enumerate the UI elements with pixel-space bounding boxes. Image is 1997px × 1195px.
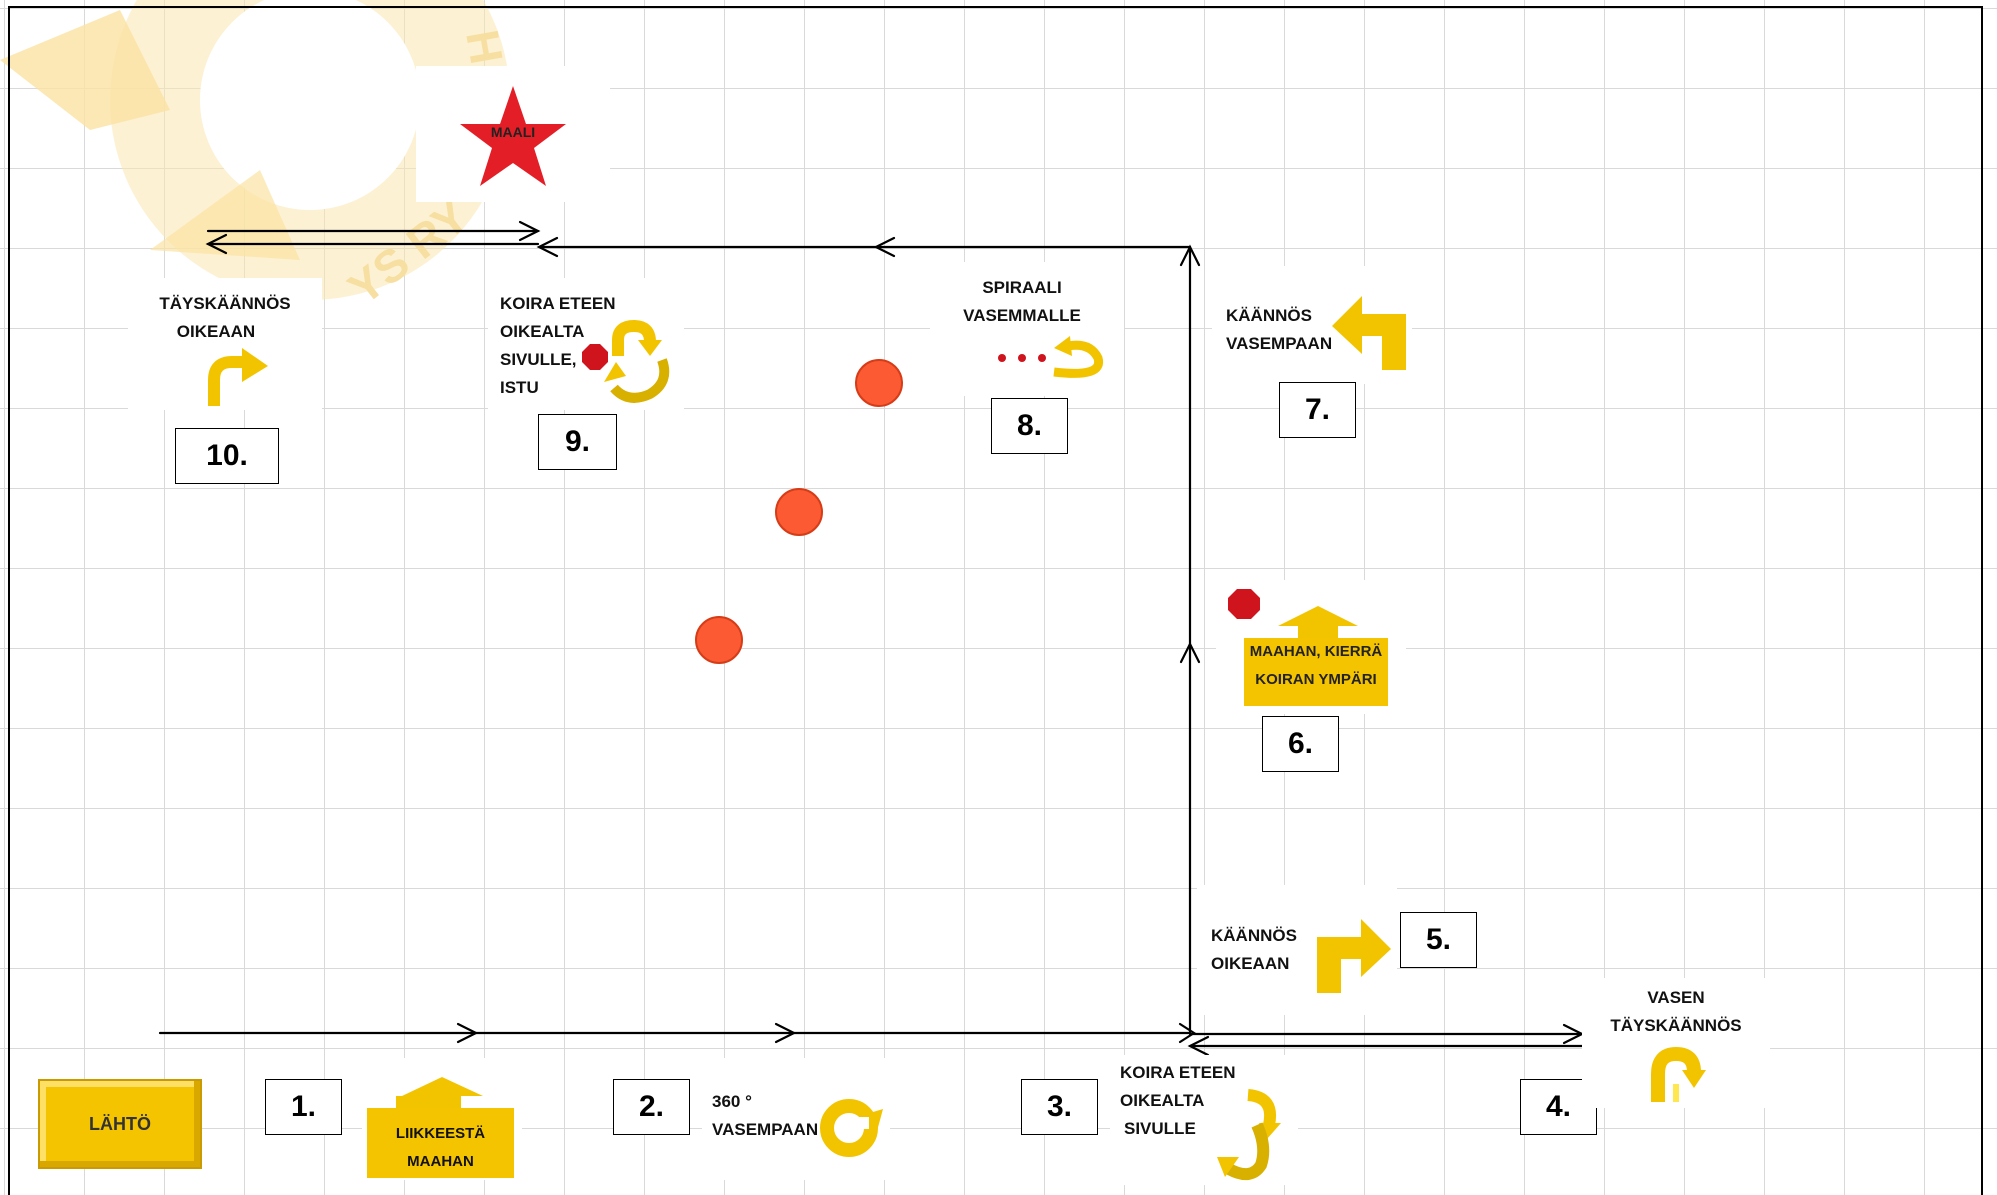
station-label-line: ISTU (500, 378, 539, 397)
station-label-line: SIVULLE (1124, 1119, 1196, 1138)
goal-sign: MAALI (416, 66, 610, 202)
station-label-line: SIVULLE, (500, 350, 577, 369)
station-number-8: 8. (991, 398, 1068, 454)
station-label-line: LIIKKEESTÄ (395, 1125, 486, 1142)
station-label-line: KOIRA ETEEN (500, 294, 616, 313)
arrowhead-up (1179, 244, 1201, 267)
station-label-line: OIKEAAN (176, 322, 256, 341)
station-label-line: SPIRAALI (982, 278, 1062, 297)
station-label-line: OIKEALTA (500, 322, 585, 341)
station-label-line: MAAHAN (407, 1153, 474, 1170)
about-turn-right-icon (208, 348, 268, 406)
station-sign-5: KÄÄNNÖS OIKEAAN (1197, 885, 1397, 1015)
arrowhead-right (456, 1022, 479, 1044)
station-label-line: VASEN (1647, 988, 1705, 1007)
arrowhead-up (1179, 641, 1201, 664)
watermark-logo (0, 0, 510, 300)
station-label-line: 360 ° (712, 1092, 752, 1111)
cone-marker (695, 616, 743, 664)
start-label: LÄHTÖ (89, 1113, 151, 1134)
station-sign-7: KÄÄNNÖS VASEMPAAN (1212, 266, 1412, 384)
arrowhead-left (873, 236, 896, 258)
start-sign: LÄHTÖ (38, 1079, 202, 1169)
about-turn-left-icon (1651, 1046, 1706, 1102)
station-number-10: 10. (175, 428, 279, 484)
circle-left-icon (820, 1099, 883, 1157)
arrowhead-left (536, 236, 559, 258)
turn-left-arrow-icon (1332, 296, 1406, 370)
down-walk-around-icon (1278, 606, 1358, 646)
station-sign-10: TÄYSKÄÄNNÖS OIKEAAN (128, 278, 322, 410)
spiral-left-icon (998, 336, 1104, 378)
arrowhead-right (774, 1022, 797, 1044)
station-sign-2: 360 ° VASEMPAAN (702, 1058, 890, 1180)
star-icon (460, 86, 566, 186)
station-label-line: OIKEALTA (1120, 1091, 1205, 1110)
station-sign-8: SPIRAALI VASEMMALLE (930, 262, 1124, 396)
goal-label: MAALI (490, 124, 536, 140)
cone-marker (775, 488, 823, 536)
arrowhead-left (1187, 1035, 1210, 1057)
front-right-side-icon (1217, 1089, 1281, 1181)
arrowhead-right (518, 220, 541, 242)
station-sign-9: KOIRA ETEEN OIKEALTA SIVULLE, ISTU (488, 278, 684, 410)
station-sign-1: LIIKKEESTÄ MAAHAN (362, 1058, 522, 1180)
forward-arrow-icon (367, 1077, 514, 1178)
cone-marker (855, 359, 903, 407)
stop-sign-icon (1228, 589, 1260, 619)
arrowhead-right (1178, 1022, 1197, 1044)
station-label-line: VASEMMALLE (963, 306, 1081, 325)
station-number-6: 6. (1262, 716, 1339, 772)
station-sign-6: MAAHAN, KIERRÄ KOIRAN YMPÄRI (1216, 580, 1406, 714)
station-sign-label: MAAHAN, KIERRÄ KOIRAN YMPÄRI (1244, 638, 1388, 706)
station-number-7: 7. (1279, 382, 1356, 438)
station-label-line: VASEMPAAN (1226, 334, 1333, 353)
station-label-line: KÄÄNNÖS (1226, 306, 1312, 325)
station-number-2: 2. (613, 1079, 690, 1135)
station-number-5: 5. (1400, 912, 1477, 968)
station-sign-3: KOIRA ETEEN OIKEALTA SIVULLE (1110, 1055, 1298, 1185)
turn-right-arrow-icon (1317, 919, 1391, 993)
arrowhead-left (205, 233, 228, 255)
station-label-line: OIKEAAN (1211, 954, 1290, 973)
station-label-line: TÄYSKÄÄNNÖS (159, 294, 291, 313)
station-number-9: 9. (538, 414, 617, 470)
station-label-line: KOIRA ETEEN (1120, 1063, 1236, 1082)
station-label-line: TÄYSKÄÄNNÖS (1610, 1016, 1742, 1035)
station-sign-4: VASEN TÄYSKÄÄNNÖS (1582, 978, 1770, 1108)
station-number-3: 3. (1021, 1079, 1098, 1135)
station-label-line: KOIRAN YMPÄRI (1255, 671, 1377, 688)
station-label-line: KÄÄNNÖS (1211, 926, 1297, 945)
stop-sign-icon (582, 344, 608, 370)
station-label-line: VASEMPAAN (712, 1120, 819, 1139)
station-label-line: MAAHAN, KIERRÄ (1249, 643, 1383, 660)
front-right-side-sit-icon (604, 319, 670, 403)
station-number-1: 1. (265, 1079, 342, 1135)
course-border (8, 6, 1983, 1195)
